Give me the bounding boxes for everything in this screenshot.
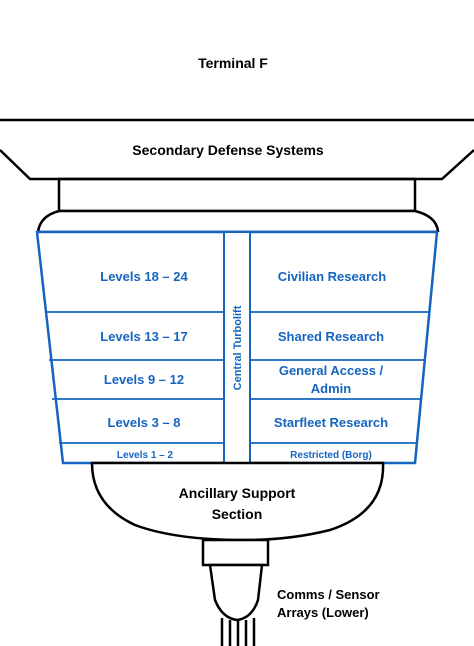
comms-label: Comms / Sensor (277, 587, 380, 602)
lower-neck (201, 538, 270, 567)
level-use-label: General Access / (279, 363, 384, 378)
defense-label: Secondary Defense Systems (132, 142, 324, 158)
level-use-label: Civilian Research (278, 269, 386, 284)
level-use-label: Restricted (Borg) (290, 450, 372, 461)
upper-neck (57, 177, 417, 213)
ancillary-label: Section (212, 506, 263, 522)
ancillary-section-outline (90, 461, 385, 542)
level-range-label: Levels 1 – 2 (117, 450, 174, 461)
terminal-label: Terminal F (198, 55, 268, 71)
sensor-array-dome (208, 563, 264, 622)
level-range-label: Levels 13 – 17 (100, 329, 187, 344)
antenna-array (220, 618, 256, 646)
level-range-label: Levels 3 – 8 (108, 415, 181, 430)
main-body-outline (36, 209, 440, 234)
ancillary-label: Ancillary Support (179, 485, 296, 501)
comms-label: Arrays (Lower) (277, 605, 369, 620)
level-use-label: Starfleet Research (274, 415, 388, 430)
level-use-label: Admin (311, 381, 352, 396)
level-use-label: Shared Research (278, 329, 384, 344)
level-range-label: Levels 9 – 12 (104, 372, 184, 387)
turbolift-label: Central Turbolift (232, 305, 244, 390)
level-range-label: Levels 18 – 24 (100, 269, 188, 284)
